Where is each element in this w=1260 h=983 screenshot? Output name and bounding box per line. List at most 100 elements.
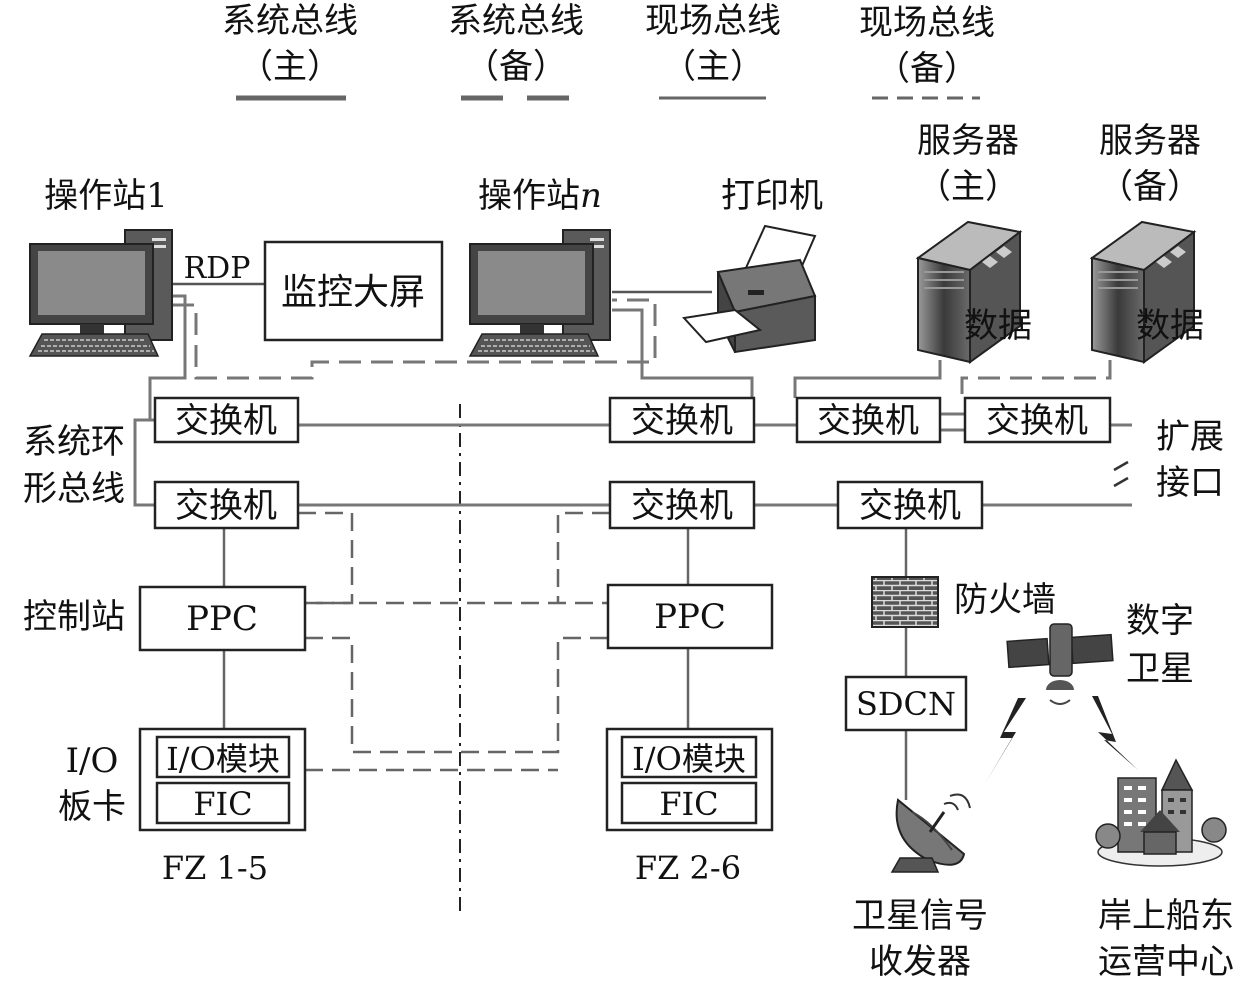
legend-field-bus-backup: 现场总线 （备） [859, 3, 995, 100]
legend-sublabel: （备） [465, 47, 567, 87]
legend-label: 系统总线 [448, 1, 584, 41]
operator-station-1: 操作站1 RDP 监控大屏 [28, 176, 444, 357]
switch-bottom-mid: 交换机 [608, 480, 756, 530]
computer-icon [468, 229, 611, 357]
server-backup-label: 服务器 [1099, 121, 1201, 161]
ppc-label: PPC [186, 599, 258, 639]
switch-label: 交换机 [631, 401, 733, 441]
switches: 交换机 交换机 交换机 交换机 交换机 交换机 交换机 [153, 396, 1112, 530]
firewall-icon [871, 576, 939, 628]
fic-box [155, 781, 291, 825]
ext-break-mark [1113, 460, 1129, 472]
server-backup-sublabel: （备） [1099, 167, 1201, 207]
io-card-right: I/O模块 FIC [605, 727, 774, 832]
server-icon [915, 220, 1023, 364]
legend-sublabel: （主） [662, 47, 764, 87]
zone-right-label: FZ 2-6 [635, 849, 741, 887]
operator-station-1-label: 操作站1 [44, 176, 168, 216]
computer-icon [28, 229, 173, 357]
field-backup-link [556, 511, 610, 603]
monitor-wall-box [263, 240, 444, 342]
control-station-label: 控制站 [23, 597, 125, 637]
opn-main-link [612, 308, 754, 398]
satellite: 数字 卫星 [1006, 601, 1194, 705]
shore-center: 岸上船东 运营中心 [1095, 758, 1234, 982]
shore-center-label: 岸上船东 [1098, 896, 1234, 936]
ring-bus-label: 形总线 [23, 469, 125, 509]
ext-break-mark [1113, 476, 1129, 488]
ring-bus-label: 系统环 [23, 422, 125, 462]
printer: 打印机 [682, 176, 823, 354]
server-main-label: 服务器 [917, 121, 1019, 161]
extension-label: 扩展 [1156, 417, 1224, 457]
lightning-icon [986, 698, 1026, 782]
legend-field-bus-main: 现场总线 （主） [645, 1, 781, 100]
satellite-label: 数字 [1126, 601, 1194, 641]
zone-left-label: FZ 1-5 [162, 849, 268, 887]
switch-label: 交换机 [175, 486, 277, 526]
firewall: 防火墙 [871, 576, 1056, 628]
server-main-link [793, 360, 942, 398]
switch-server-main: 交换机 [795, 396, 942, 444]
switch-top-left: 交换机 [153, 396, 300, 444]
rdp-label: RDP [184, 251, 251, 286]
extension-label: 接口 [1156, 463, 1224, 503]
operator-station-n: 操作站n [468, 176, 611, 357]
switch-label: 交换机 [859, 486, 961, 526]
field-backup-link [305, 636, 610, 754]
switch-bottom-left: 交换机 [153, 480, 300, 530]
field-backup-link [298, 511, 354, 605]
switch-server-backup: 交换机 [963, 396, 1112, 444]
printer-icon [682, 224, 817, 354]
switch-label: 交换机 [817, 401, 919, 441]
server-backup: 服务器 （备） 数据 [1089, 121, 1204, 364]
legend-label: 现场总线 [645, 1, 781, 41]
fic-box [620, 781, 758, 825]
server-backup-link [960, 360, 1112, 398]
satellite-icon [1006, 623, 1114, 705]
io-module-box [155, 735, 291, 779]
server-icon [1089, 220, 1197, 364]
receiver-label: 收发器 [869, 942, 971, 982]
legend-system-bus-backup: 系统总线 （备） [448, 1, 584, 101]
legend-system-bus-main: 系统总线 （主） [222, 1, 358, 101]
receiver-label: 卫星信号 [852, 896, 988, 936]
sdcn-label: SDCN [856, 685, 956, 723]
operator-station-n-label: 操作站n [478, 176, 602, 216]
ppc-left: PPC [138, 585, 307, 652]
switch-label: 交换机 [175, 401, 277, 441]
switch-label: 交换机 [631, 486, 733, 526]
switch-label: 交换机 [986, 401, 1088, 441]
ring-left-side [133, 418, 155, 507]
ppc-right: PPC [606, 583, 774, 650]
io-module-label: I/O模块 [632, 740, 746, 778]
firewall-label: 防火墙 [954, 580, 1056, 620]
ppc-label: PPC [654, 597, 726, 637]
satellite-dish: 卫星信号 收发器 [852, 793, 988, 982]
io-module-box [620, 735, 758, 779]
server-main-sublabel: （主） [917, 167, 1019, 207]
legend: 系统总线 （主） 系统总线 （备） 现场总线 （主） 现场总线 （备） [222, 1, 995, 101]
io-card-left: I/O模块 FIC [138, 727, 307, 832]
server-main: 服务器 （主） 数据 [915, 121, 1032, 364]
buildings-icon [1095, 758, 1227, 867]
server-data-label: 数据 [1136, 306, 1204, 346]
connections [133, 282, 1132, 915]
lightning-icon [1092, 696, 1138, 770]
switch-bottom-right: 交换机 [836, 480, 984, 530]
legend-sublabel: （主） [239, 47, 341, 87]
fic-label: FIC [193, 785, 252, 823]
op1-backup-link [172, 298, 657, 380]
server-data-label: 数据 [964, 306, 1032, 346]
shore-center-label: 运营中心 [1098, 942, 1234, 982]
legend-label: 现场总线 [859, 3, 995, 43]
io-card-label: 板卡 [58, 787, 126, 827]
io-module-label: I/O模块 [166, 740, 280, 778]
legend-label: 系统总线 [222, 1, 358, 41]
monitor-wall-label: 监控大屏 [281, 272, 425, 313]
satellite-label: 卫星 [1126, 649, 1194, 689]
satellite-dish-icon [890, 793, 971, 873]
fic-label: FIC [659, 785, 718, 823]
switch-top-mid: 交换机 [608, 396, 756, 444]
